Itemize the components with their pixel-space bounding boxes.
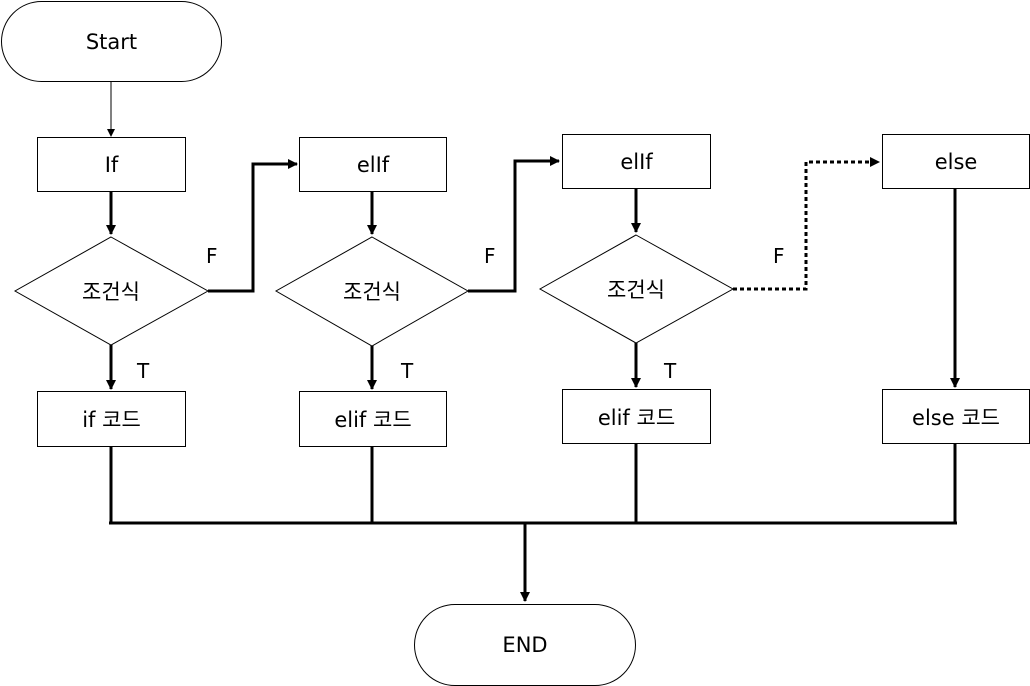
edge-cond3-false-to-else: [733, 157, 880, 291]
true-label-2: T: [401, 359, 414, 383]
false-label-3: F: [773, 244, 785, 268]
else-code-box: else 코드: [882, 389, 1030, 444]
else-box: else: [882, 134, 1030, 189]
elif-box-2: elIf: [562, 134, 711, 189]
edge-cond2-false-to-elif2: [468, 156, 560, 293]
elif-code-box-2: elif 코드: [562, 389, 711, 444]
elif-code-box-1: elif 코드: [299, 391, 447, 447]
decision-cond2: 조건식: [274, 236, 470, 347]
false-label-1: F: [206, 244, 218, 268]
elif-box-1: elIf: [299, 137, 447, 192]
end-node: END: [414, 604, 636, 686]
edge-cond1-false-to-elif1: [208, 159, 298, 293]
decision-cond3: 조건식: [538, 234, 735, 344]
decision-cond1: 조건식: [13, 236, 210, 346]
true-label-1: T: [137, 359, 150, 383]
start-node: Start: [1, 1, 222, 82]
decision-cond1-label: 조건식: [82, 280, 140, 304]
if-code-box: if 코드: [37, 391, 186, 447]
true-label-3: T: [664, 359, 677, 383]
if-box: If: [37, 137, 186, 192]
decision-cond2-label: 조건식: [343, 280, 401, 304]
decision-cond3-label: 조건식: [607, 278, 665, 302]
false-label-2: F: [484, 244, 496, 268]
